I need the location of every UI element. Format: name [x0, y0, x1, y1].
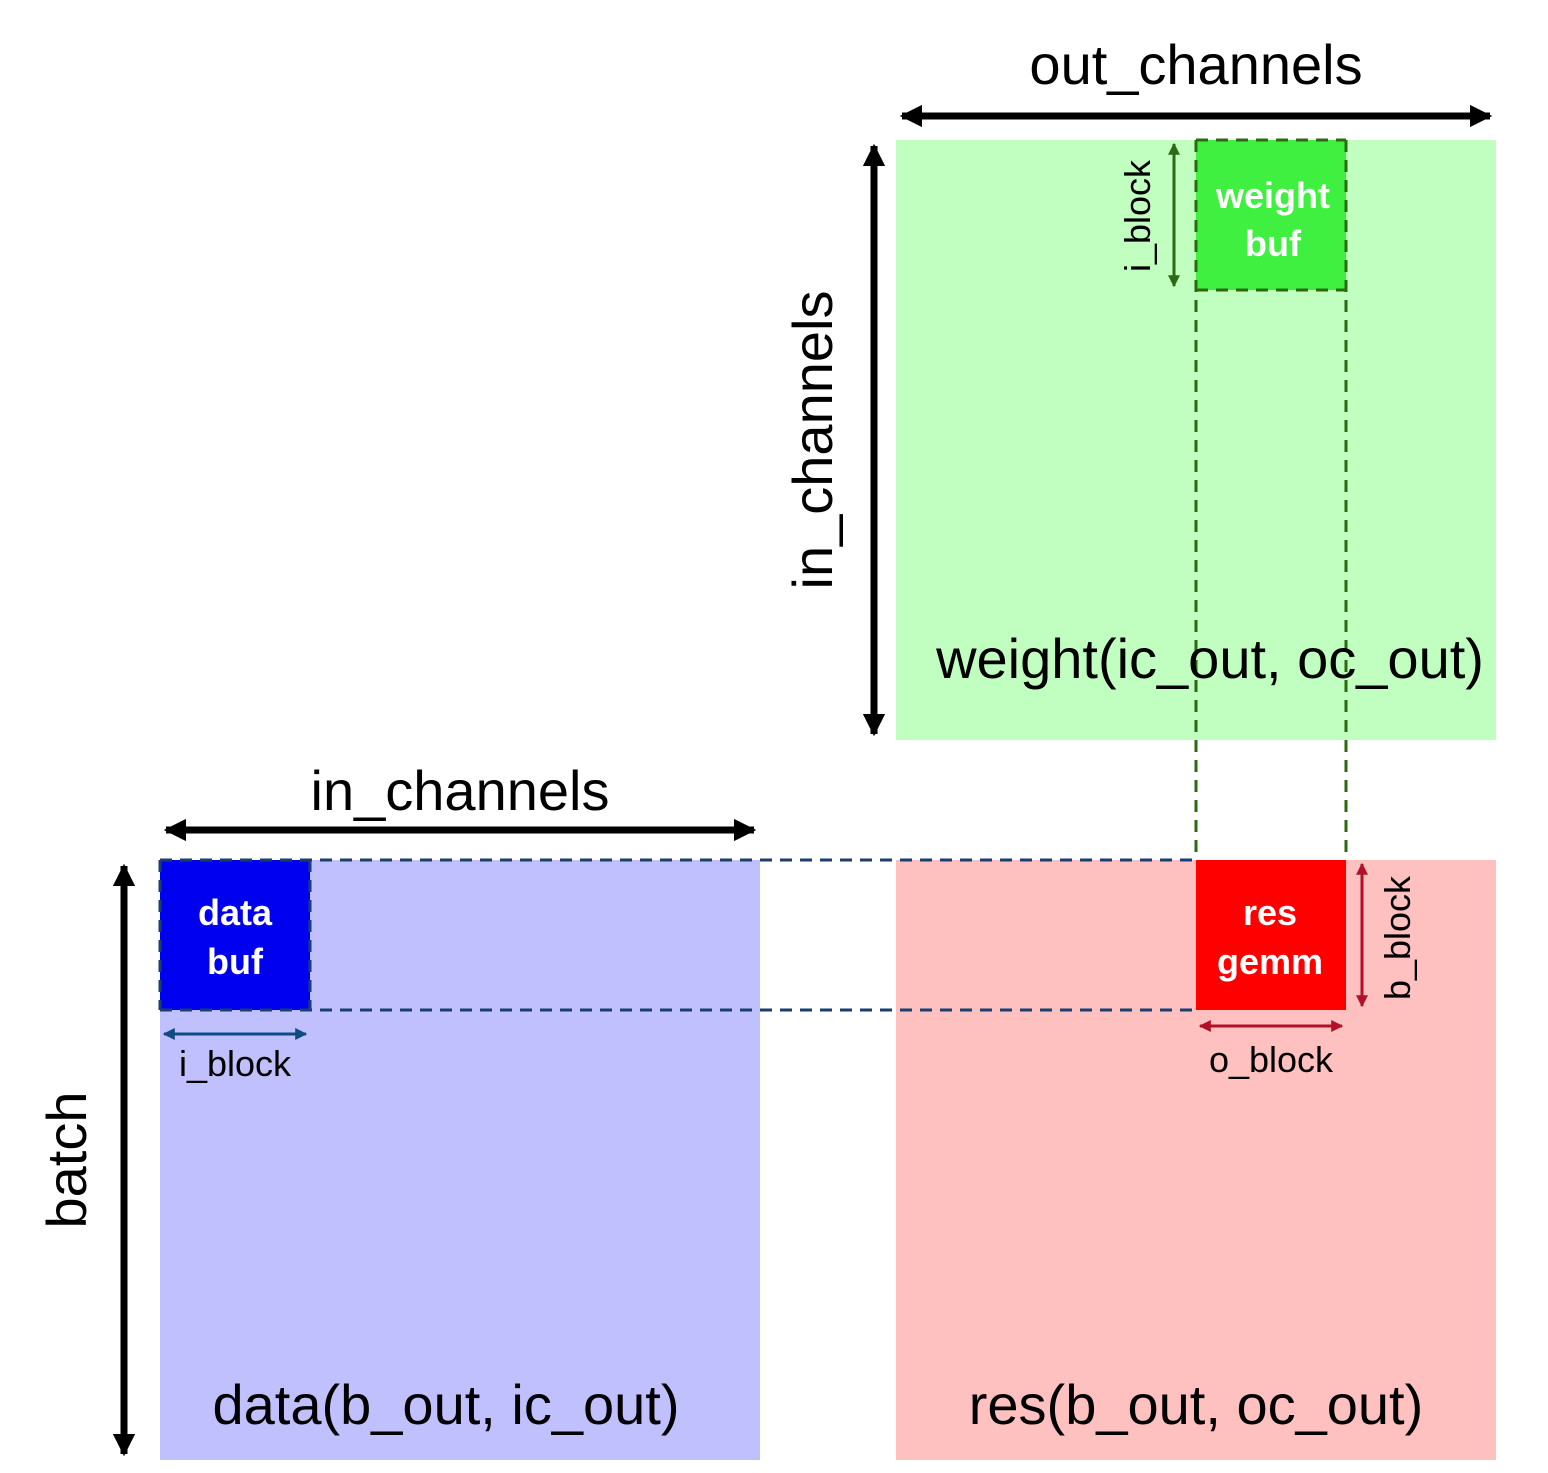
- res-gemm-label-line2: gemm: [1217, 941, 1323, 982]
- res-gemm-label-line1: res: [1243, 892, 1297, 933]
- out-channels-label: out_channels: [1029, 33, 1362, 96]
- weight-buf-label-line2: buf: [1245, 223, 1302, 264]
- green-dashed-guides: [1194, 138, 1348, 860]
- res-matrix-label: res(b_out, oc_out): [969, 1373, 1423, 1436]
- res-b-block-label: b_block: [1377, 875, 1418, 1000]
- data-i-block-label: i_block: [179, 1043, 292, 1084]
- dimension-arrows: [112, 104, 1493, 1457]
- weight-matrix-label: weight(ic_out, oc_out): [935, 627, 1484, 690]
- res-o-block-label: o_block: [1209, 1039, 1334, 1080]
- in-channels-horizontal-label: in_channels: [311, 759, 610, 822]
- weight-buf-label-line1: weight: [1215, 175, 1330, 216]
- data-matrix-label: data(b_out, ic_out): [213, 1373, 680, 1436]
- batch-label: batch: [35, 1092, 98, 1229]
- res-gemm: [1196, 860, 1346, 1010]
- data-buf: [160, 860, 310, 1010]
- weight-buf: [1196, 140, 1346, 290]
- blue-dashed-guides: [158, 858, 1196, 1012]
- data-buf-label-line1: data: [198, 892, 273, 933]
- in-channels-vertical-label: in_channels: [781, 291, 844, 590]
- data-buf-label-line2: buf: [207, 941, 264, 982]
- weight-i-block-label: i_block: [1117, 159, 1158, 272]
